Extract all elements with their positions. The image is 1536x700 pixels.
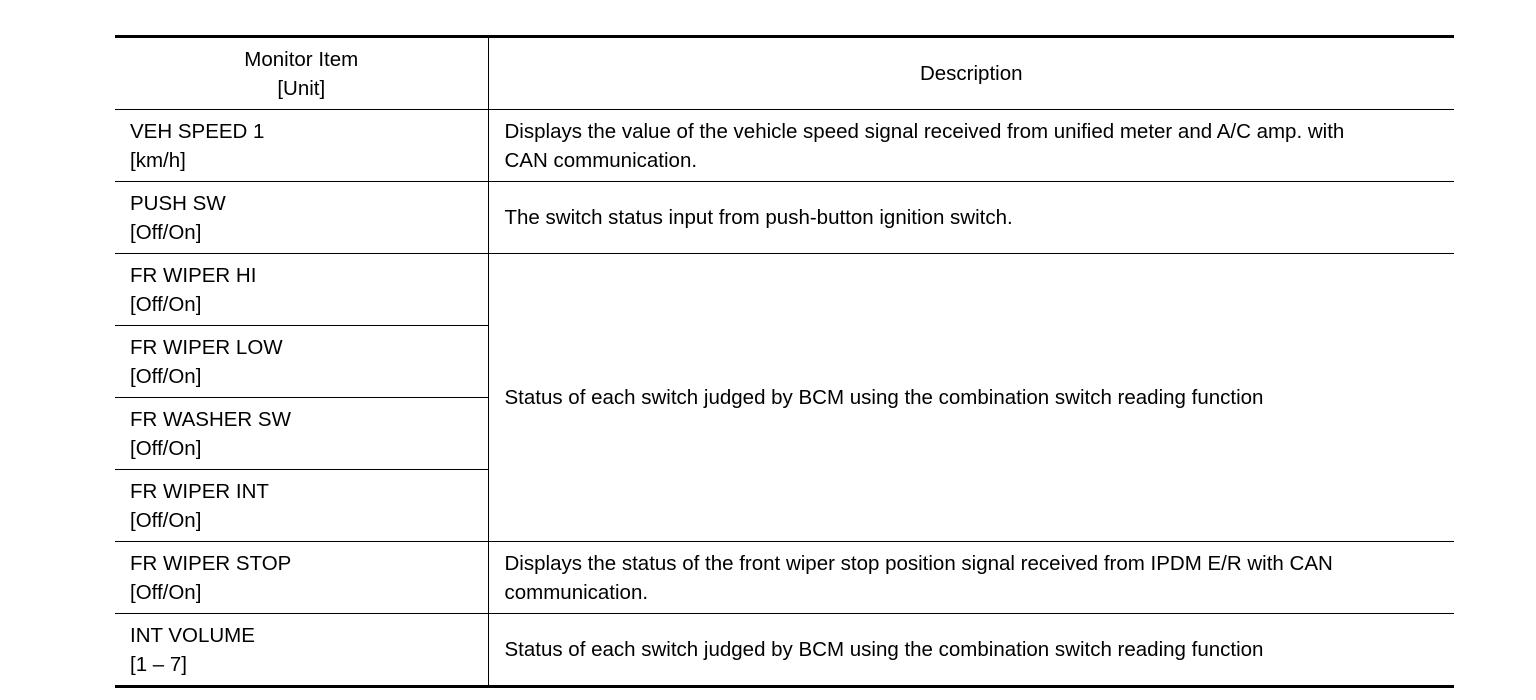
monitor-item-table: Monitor Item [Unit] Description VEH SPEE… bbox=[115, 35, 1454, 688]
description-text: CAN communication. bbox=[504, 148, 698, 172]
monitor-item-cell: FR WIPER HI [Off/On] bbox=[115, 253, 489, 326]
monitor-item-unit: [Off/On] bbox=[130, 220, 202, 244]
monitor-item-unit: [Off/On] bbox=[130, 292, 202, 316]
monitor-item-name: FR WIPER HI bbox=[130, 263, 257, 287]
description-cell: Status of each switch judged by BCM usin… bbox=[488, 614, 1454, 687]
monitor-item-unit: [km/h] bbox=[130, 148, 186, 172]
table-row: INT VOLUME [1 – 7] Status of each switch… bbox=[115, 613, 1454, 687]
description-cell: The switch status input from push-button… bbox=[488, 181, 1454, 254]
monitor-item-unit: [Off/On] bbox=[130, 508, 202, 532]
table-row: FR WIPER HI [Off/On] Status of each swit… bbox=[115, 253, 1454, 542]
header-monitor-item: Monitor Item [Unit] bbox=[115, 36, 489, 110]
table-row: VEH SPEED 1 [km/h] Displays the value of… bbox=[115, 109, 1454, 182]
table-row: PUSH SW [Off/On] The switch status input… bbox=[115, 181, 1454, 254]
header-description-label: Description bbox=[919, 62, 1023, 85]
table-row: FR WIPER INT [Off/On] bbox=[115, 469, 1454, 542]
monitor-item-name: PUSH SW bbox=[130, 191, 226, 215]
table-row: FR WASHER SW [Off/On] bbox=[115, 397, 1454, 470]
monitor-item-cell: FR WASHER SW [Off/On] bbox=[115, 397, 489, 470]
monitor-item-unit: [Off/On] bbox=[130, 364, 202, 388]
monitor-item-name: FR WIPER LOW bbox=[130, 335, 283, 359]
monitor-item-cell: FR WIPER LOW [Off/On] bbox=[115, 325, 489, 398]
monitor-item-name: FR WIPER INT bbox=[130, 479, 269, 503]
monitor-item-cell: INT VOLUME [1 – 7] bbox=[115, 613, 489, 687]
table-row: FR WIPER STOP [Off/On] Displays the stat… bbox=[115, 541, 1454, 614]
description-text: Displays the value of the vehicle speed … bbox=[504, 119, 1345, 143]
monitor-item-cell: PUSH SW [Off/On] bbox=[115, 181, 489, 254]
monitor-item-cell: FR WIPER STOP [Off/On] bbox=[115, 541, 489, 614]
monitor-item-unit: [Off/On] bbox=[130, 436, 202, 460]
header-item-label: Monitor Item bbox=[244, 47, 359, 71]
monitor-item-name: FR WASHER SW bbox=[130, 407, 291, 431]
monitor-item-unit: [Off/On] bbox=[130, 580, 202, 604]
description-text: The switch status input from push-button… bbox=[504, 206, 1013, 229]
monitor-item-name: FR WIPER STOP bbox=[130, 551, 292, 575]
description-cell: Displays the status of the front wiper s… bbox=[488, 541, 1454, 614]
monitor-item-cell: VEH SPEED 1 [km/h] bbox=[115, 109, 489, 182]
monitor-item-unit: [1 – 7] bbox=[130, 652, 187, 676]
table-row: FR WIPER LOW [Off/On] bbox=[115, 325, 1454, 398]
header-description: Description bbox=[488, 36, 1454, 110]
description-text: Status of each switch judged by BCM usin… bbox=[504, 638, 1264, 661]
description-text: Status of each switch judged by BCM usin… bbox=[504, 386, 1264, 409]
table-header-row: Monitor Item [Unit] Description bbox=[115, 36, 1454, 110]
monitor-item-name: VEH SPEED 1 bbox=[130, 119, 265, 143]
header-unit-label: [Unit] bbox=[277, 76, 326, 100]
monitor-item-name: INT VOLUME bbox=[130, 623, 255, 647]
description-text: communication. bbox=[504, 580, 649, 604]
description-cell: Status of each switch judged by BCM usin… bbox=[488, 253, 1454, 542]
monitor-item-cell: FR WIPER INT [Off/On] bbox=[115, 469, 489, 542]
description-cell: Displays the value of the vehicle speed … bbox=[488, 109, 1454, 182]
description-text: Displays the status of the front wiper s… bbox=[504, 551, 1333, 575]
